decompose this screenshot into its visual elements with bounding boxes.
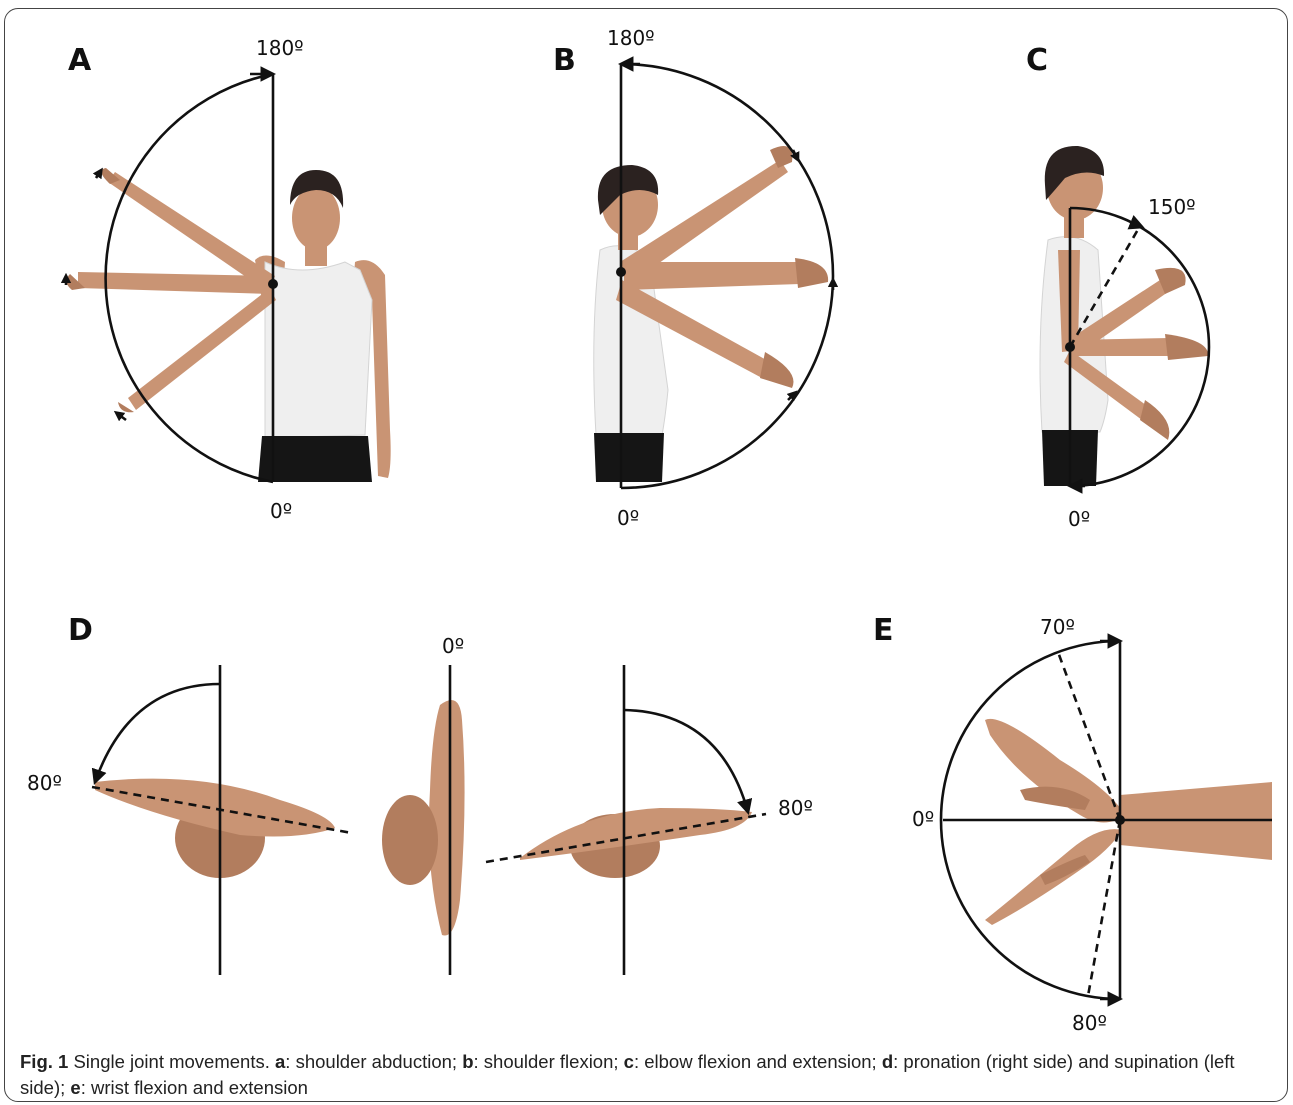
panel-d-left-hand — [95, 779, 335, 878]
caption-e-key: e — [70, 1077, 80, 1098]
panel-e-left-label: 0º — [912, 807, 934, 831]
panel-c-letter: C — [1026, 43, 1048, 78]
caption-b-text: : shoulder flexion; — [474, 1051, 624, 1072]
panel-e-top-label: 70º — [1040, 615, 1075, 639]
caption-e-text: : wrist flexion and extension — [81, 1077, 308, 1098]
figure-caption: Fig. 1 Single joint movements. a: should… — [20, 1049, 1278, 1101]
caption-d-key: d — [882, 1051, 893, 1072]
panel-d-right-label: 80º — [778, 796, 813, 820]
panel-b-top-label: 180º — [607, 26, 655, 50]
caption-prefix: Fig. 1 — [20, 1051, 68, 1072]
panel-d: D 80º 0º 80º — [27, 613, 813, 975]
panel-b: B 180º 0º — [553, 26, 833, 530]
caption-a-key: a — [275, 1051, 285, 1072]
panel-a: A 180º 0º — [66, 36, 391, 523]
panel-a-bottom-label: 0º — [270, 499, 292, 523]
figure-illustration: A 180º 0º B — [0, 0, 1293, 1040]
panel-d-left-label: 80º — [27, 771, 62, 795]
panel-c-bottom-label: 0º — [1068, 507, 1090, 531]
panel-e-hand — [985, 719, 1272, 925]
panel-e-bottom-label: 80º — [1072, 1011, 1107, 1035]
panel-e-letter: E — [873, 613, 894, 648]
caption-intro: Single joint movements. — [68, 1051, 275, 1072]
caption-b-key: b — [462, 1051, 473, 1072]
panel-d-center-label: 0º — [442, 634, 464, 658]
panel-c-end-label: 150º — [1148, 195, 1196, 219]
panel-a-letter: A — [68, 43, 92, 78]
panel-d-right-hand — [520, 808, 752, 878]
caption-c-key: c — [624, 1051, 634, 1072]
panel-d-center-hand — [382, 700, 465, 936]
panel-c: C 150º 0º — [1026, 43, 1209, 531]
caption-a-text: : shoulder abduction; — [285, 1051, 462, 1072]
panel-a-top-label: 180º — [256, 36, 304, 60]
caption-c-text: : elbow flexion and extension; — [634, 1051, 882, 1072]
panel-b-letter: B — [553, 43, 576, 78]
panel-b-bottom-label: 0º — [617, 506, 639, 530]
panel-d-letter: D — [68, 613, 93, 648]
panel-e: E 70º 0º 80º — [873, 613, 1272, 1035]
panel-b-person — [594, 146, 828, 482]
